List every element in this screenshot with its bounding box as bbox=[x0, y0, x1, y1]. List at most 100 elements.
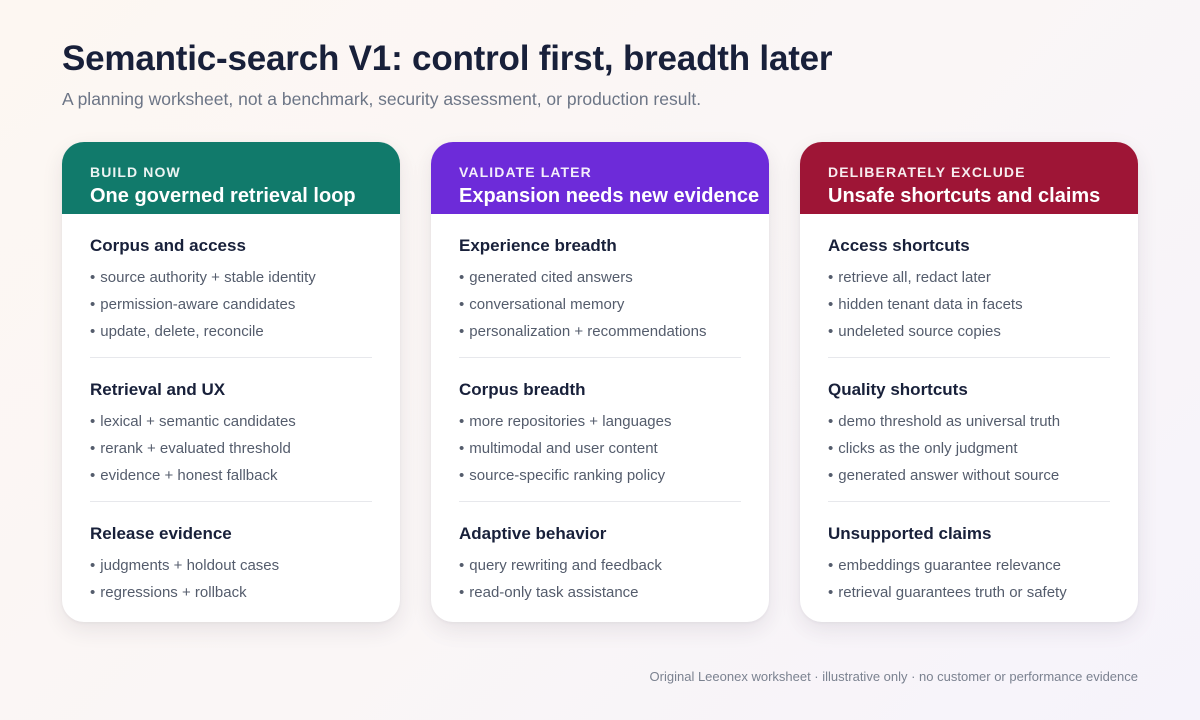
card-build-now: BUILD NOW One governed retrieval loop Co… bbox=[62, 142, 400, 622]
list-item-text: clicks as the only judgment bbox=[838, 440, 1018, 457]
list-item-text: embeddings guarantee relevance bbox=[838, 557, 1061, 574]
bullet-icon: • bbox=[90, 269, 96, 286]
list-item-text: judgments + holdout cases bbox=[100, 557, 280, 574]
list-item-text: source-specific ranking policy bbox=[469, 467, 666, 484]
section-title: Access shortcuts bbox=[828, 236, 970, 255]
section-experience-breadth: Experience breadth •generated cited answ… bbox=[459, 236, 741, 358]
card-header-deliberately-exclude: DELIBERATELY EXCLUDE Unsafe shortcuts an… bbox=[800, 142, 1138, 214]
list-item-text: retrieve all, redact later bbox=[838, 269, 991, 286]
list-item: •read-only task assistance bbox=[459, 579, 741, 606]
page-subtitle: A planning worksheet, not a benchmark, s… bbox=[62, 89, 702, 109]
section-retrieval-and-ux: Retrieval and UX •lexical + semantic can… bbox=[90, 380, 372, 502]
bullet-icon: • bbox=[828, 296, 834, 313]
bullet-icon: • bbox=[90, 467, 96, 484]
list-item-text: multimodal and user content bbox=[469, 440, 658, 457]
list-item: •conversational memory bbox=[459, 291, 741, 318]
section-title: Quality shortcuts bbox=[828, 380, 968, 399]
list-item: •rerank + evaluated threshold bbox=[90, 435, 372, 462]
bullet-icon: • bbox=[90, 557, 96, 574]
bullet-icon: • bbox=[828, 467, 834, 484]
list-item: •judgments + holdout cases bbox=[90, 552, 372, 579]
list-item: •hidden tenant data in facets bbox=[828, 291, 1110, 318]
card-kicker: DELIBERATELY EXCLUDE bbox=[828, 164, 1026, 180]
page-title: Semantic-search V1: control first, bread… bbox=[62, 39, 833, 78]
section-quality-shortcuts: Quality shortcuts •demo threshold as uni… bbox=[828, 380, 1110, 502]
card-kicker: BUILD NOW bbox=[90, 164, 181, 180]
list-item-text: conversational memory bbox=[469, 296, 625, 313]
section-items: •demo threshold as universal truth •clic… bbox=[828, 408, 1110, 489]
list-item-text: read-only task assistance bbox=[469, 584, 639, 601]
card-validate-later: VALIDATE LATER Expansion needs new evide… bbox=[431, 142, 769, 622]
bullet-icon: • bbox=[90, 440, 96, 457]
list-item: •demo threshold as universal truth bbox=[828, 408, 1110, 435]
list-item: •retrieval guarantees truth or safety bbox=[828, 579, 1110, 606]
section-title: Release evidence bbox=[90, 524, 232, 543]
section-items: •retrieve all, redact later •hidden tena… bbox=[828, 264, 1110, 345]
footer-note: Original Leeonex worksheet · illustrativ… bbox=[649, 669, 1138, 684]
section-title: Adaptive behavior bbox=[459, 524, 607, 543]
section-items: •embeddings guarantee relevance •retriev… bbox=[828, 552, 1110, 606]
section-title: Corpus and access bbox=[90, 236, 246, 255]
section-unsupported-claims: Unsupported claims •embeddings guarantee… bbox=[828, 524, 1110, 622]
list-item: •evidence + honest fallback bbox=[90, 462, 372, 489]
bullet-icon: • bbox=[459, 467, 465, 484]
card-heading: Unsafe shortcuts and claims bbox=[828, 185, 1101, 207]
bullet-icon: • bbox=[828, 323, 834, 340]
card-body: Experience breadth •generated cited answ… bbox=[431, 214, 769, 622]
list-item-text: retrieval guarantees truth or safety bbox=[838, 584, 1067, 601]
bullet-icon: • bbox=[459, 440, 465, 457]
list-item-text: regressions + rollback bbox=[100, 584, 247, 601]
card-deliberately-exclude: DELIBERATELY EXCLUDE Unsafe shortcuts an… bbox=[800, 142, 1138, 622]
list-item: •permission-aware candidates bbox=[90, 291, 372, 318]
section-release-evidence: Release evidence •judgments + holdout ca… bbox=[90, 524, 372, 622]
list-item-text: hidden tenant data in facets bbox=[838, 296, 1023, 313]
section-items: •query rewriting and feedback •read-only… bbox=[459, 552, 741, 606]
list-item-text: personalization + recommendations bbox=[469, 323, 707, 340]
section-access-shortcuts: Access shortcuts •retrieve all, redact l… bbox=[828, 236, 1110, 358]
list-item-text: generated answer without source bbox=[838, 467, 1060, 484]
section-title: Unsupported claims bbox=[828, 524, 992, 543]
list-item-text: lexical + semantic candidates bbox=[100, 413, 296, 430]
bullet-icon: • bbox=[459, 323, 465, 340]
section-corpus-and-access: Corpus and access •source authority + st… bbox=[90, 236, 372, 358]
card-header-validate-later: VALIDATE LATER Expansion needs new evide… bbox=[431, 142, 769, 214]
card-kicker: VALIDATE LATER bbox=[459, 164, 592, 180]
list-item: •source authority + stable identity bbox=[90, 264, 372, 291]
list-item-text: update, delete, reconcile bbox=[100, 323, 264, 340]
list-item: •generated answer without source bbox=[828, 462, 1110, 489]
list-item-text: generated cited answers bbox=[469, 269, 633, 286]
bullet-icon: • bbox=[828, 584, 834, 601]
list-item: •personalization + recommendations bbox=[459, 318, 741, 345]
card-body: Corpus and access •source authority + st… bbox=[62, 214, 400, 622]
list-item: •retrieve all, redact later bbox=[828, 264, 1110, 291]
bullet-icon: • bbox=[90, 323, 96, 340]
section-items: •judgments + holdout cases •regressions … bbox=[90, 552, 372, 606]
section-title: Retrieval and UX bbox=[90, 380, 226, 399]
bullet-icon: • bbox=[459, 269, 465, 286]
list-item-text: source authority + stable identity bbox=[100, 269, 316, 286]
bullet-icon: • bbox=[90, 413, 96, 430]
card-heading: Expansion needs new evidence bbox=[459, 185, 760, 207]
section-title: Corpus breadth bbox=[459, 380, 586, 399]
section-items: •source authority + stable identity •per… bbox=[90, 264, 372, 345]
list-item: •multimodal and user content bbox=[459, 435, 741, 462]
bullet-icon: • bbox=[828, 269, 834, 286]
card-header-build-now: BUILD NOW One governed retrieval loop bbox=[62, 142, 400, 214]
list-item: •embeddings guarantee relevance bbox=[828, 552, 1110, 579]
list-item: •undeleted source copies bbox=[828, 318, 1110, 345]
section-items: •generated cited answers •conversational… bbox=[459, 264, 741, 345]
card-body: Access shortcuts •retrieve all, redact l… bbox=[800, 214, 1138, 622]
bullet-icon: • bbox=[90, 296, 96, 313]
bullet-icon: • bbox=[828, 557, 834, 574]
list-item: •lexical + semantic candidates bbox=[90, 408, 372, 435]
list-item-text: demo threshold as universal truth bbox=[838, 413, 1061, 430]
section-adaptive-behavior: Adaptive behavior •query rewriting and f… bbox=[459, 524, 741, 622]
list-item: •clicks as the only judgment bbox=[828, 435, 1110, 462]
list-item-text: undeleted source copies bbox=[838, 323, 1001, 340]
list-item-text: rerank + evaluated threshold bbox=[100, 440, 291, 457]
list-item: •update, delete, reconcile bbox=[90, 318, 372, 345]
bullet-icon: • bbox=[90, 584, 96, 601]
bullet-icon: • bbox=[459, 413, 465, 430]
section-items: •more repositories + languages •multimod… bbox=[459, 408, 741, 489]
list-item-text: permission-aware candidates bbox=[100, 296, 296, 313]
